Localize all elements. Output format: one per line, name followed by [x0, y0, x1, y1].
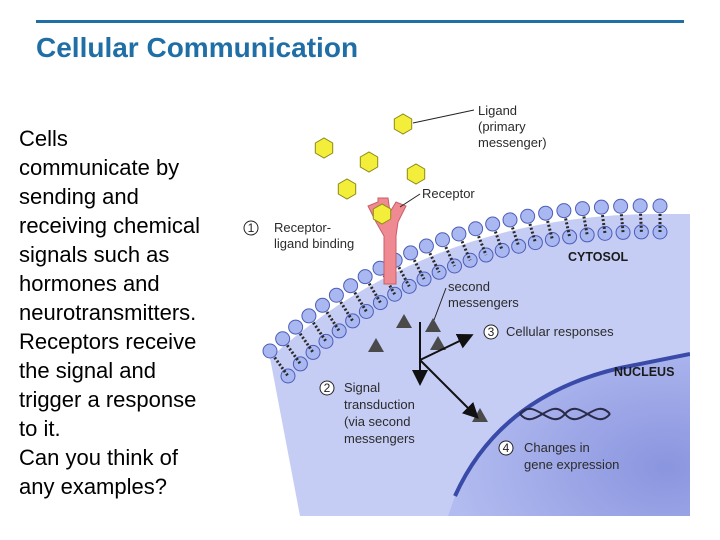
body-line: the signal and: [19, 358, 156, 383]
cytosol-label: CYTOSOL: [568, 250, 629, 264]
lipid-head: [544, 232, 560, 247]
second-messenger-icon: [425, 318, 441, 332]
step-3-label: Cellular responses: [506, 324, 614, 339]
step-4-label: Changes in: [524, 440, 590, 455]
second-messengers-label: second: [448, 279, 490, 294]
step-1-number: 1: [248, 221, 255, 235]
step-2-badge: [319, 380, 335, 396]
second-messenger-icon: [396, 314, 412, 328]
lipid-head: [593, 199, 609, 215]
body-line: neurotransmitters.: [19, 300, 197, 325]
lipid-head: [520, 208, 536, 224]
lipid-head: [292, 356, 308, 372]
lipid-head: [315, 297, 330, 313]
lipid-head: [372, 295, 388, 311]
lipid-head: [615, 224, 631, 240]
lipid-head: [343, 278, 359, 294]
step-4-label: gene expression: [524, 457, 619, 472]
lipid-head: [262, 343, 278, 359]
body-line: receiving chemical: [19, 213, 200, 238]
receptor-label: Receptor: [422, 186, 475, 201]
lipid-head: [275, 331, 291, 347]
lipid-head: [575, 201, 590, 217]
lipid-head: [597, 225, 613, 241]
body-line: Receptors receive: [19, 329, 197, 354]
ligand-group: [314, 113, 426, 225]
step-2-number: 2: [324, 381, 331, 395]
second-messenger-icon: [368, 338, 384, 352]
lipid-head: [502, 212, 518, 228]
body-line: any examples?: [19, 474, 167, 499]
lipid-head: [485, 216, 501, 232]
step-4-badge: [498, 440, 514, 456]
lipid-head: [431, 264, 447, 280]
lipid-head: [462, 252, 478, 268]
step-4-number: 4: [503, 441, 510, 455]
dna-icon: [519, 407, 611, 421]
lipid-head: [538, 205, 554, 221]
ligand-label: messenger): [478, 135, 547, 150]
ligand-icon: [314, 137, 334, 159]
body-line: Cells: [19, 126, 68, 151]
body-line: sending and: [19, 184, 139, 209]
ligand-icon: [359, 151, 379, 173]
label-leader-lines: [399, 109, 475, 321]
lipid-head: [357, 269, 373, 285]
lipid-head: [468, 221, 484, 237]
body-text: Cells communicate by sending and receivi…: [19, 124, 229, 501]
lipid-head: [305, 344, 321, 360]
lipid-head: [418, 238, 434, 254]
body-line: Can you think of: [19, 445, 178, 470]
signal-arrows: [412, 322, 479, 419]
step-3-badge: [483, 324, 499, 340]
step-2-label: messengers: [344, 431, 415, 446]
ligand-icon: [372, 203, 392, 225]
lipid-head: [613, 198, 629, 214]
nucleus-region: [448, 354, 690, 516]
body-line: hormones and: [19, 271, 160, 296]
ligand-icon: [337, 178, 357, 200]
body-line: communicate by: [19, 155, 180, 180]
step-2-label: Signal: [344, 380, 380, 395]
body-line: trigger a response: [19, 387, 197, 412]
lipid-head: [328, 287, 344, 303]
cell-signaling-diagram: Ligand (primary messenger) Receptor CYTO…: [243, 103, 690, 516]
slide-title: Cellular Communication: [36, 32, 359, 63]
lipid-head: [652, 198, 668, 214]
step-1-label: ligand binding: [274, 236, 354, 251]
step-3-number: 3: [488, 325, 495, 339]
lipid-head: [527, 235, 543, 251]
lipid-head: [403, 245, 419, 261]
lipid-head: [556, 203, 572, 219]
lipid-head: [451, 226, 467, 242]
ligand-label: (primary: [478, 119, 526, 134]
step-1-label: Receptor-: [274, 220, 331, 235]
nucleus-label: NUCLEUS: [614, 365, 674, 379]
body-line: signals such as: [19, 242, 170, 267]
ligand-icon: [393, 113, 413, 135]
membrane-inner-leaflet: [280, 224, 668, 384]
step-2-label: (via second: [344, 414, 410, 429]
title-rule: [36, 20, 684, 23]
lipid-head: [435, 232, 450, 248]
lipid-head: [511, 238, 527, 254]
lipid-head: [288, 319, 304, 335]
ligand-icon: [406, 163, 426, 185]
lipid-head: [387, 286, 403, 302]
step-2-label: transduction: [344, 397, 415, 412]
lipid-head: [301, 308, 317, 324]
body-line: to it.: [19, 416, 61, 441]
step-1-badge: [243, 220, 259, 236]
second-messenger-icon: [430, 336, 446, 350]
lipid-head: [345, 313, 361, 329]
lipid-head: [562, 229, 578, 245]
lipid-head: [633, 224, 649, 240]
second-messengers-label: messengers: [448, 295, 519, 310]
ligand-label: Ligand: [478, 103, 517, 118]
lipid-head: [579, 227, 595, 243]
lipid-head: [331, 323, 347, 339]
lipid-head: [632, 198, 648, 214]
